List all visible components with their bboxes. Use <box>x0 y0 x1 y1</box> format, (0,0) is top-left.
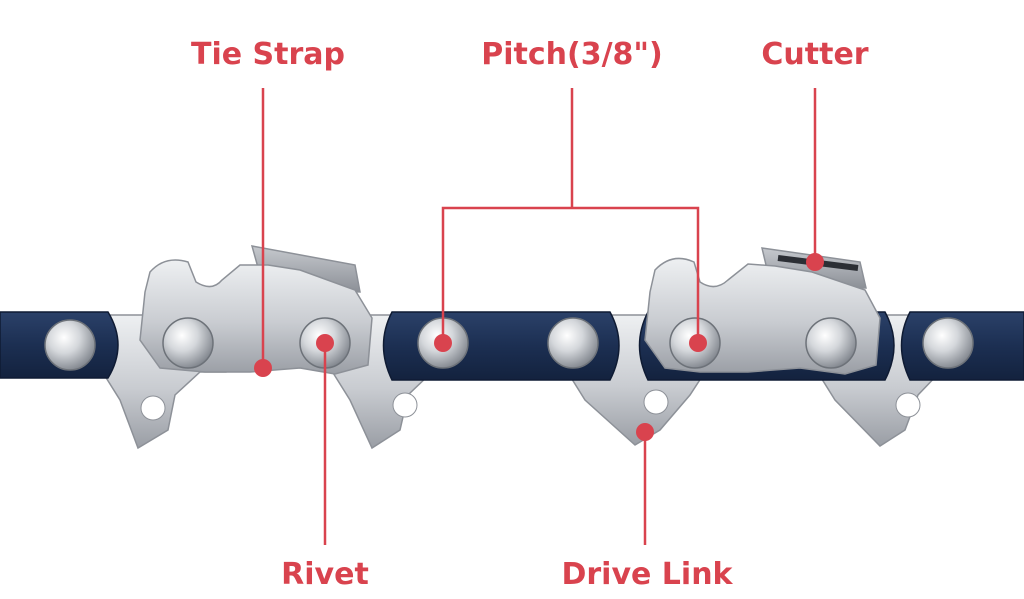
rivets <box>44 317 974 371</box>
rivet <box>922 317 974 369</box>
drive-link-hole <box>895 392 921 418</box>
drive-link-hole <box>643 389 669 415</box>
drive-link-hole <box>392 392 418 418</box>
tie-strap-dot <box>254 359 272 377</box>
pitch-dot-left <box>434 334 452 352</box>
labels: Tie Strap Pitch(3/8") Cutter Rivet Drive… <box>191 37 869 592</box>
rivet-label: Rivet <box>281 557 369 592</box>
rivet <box>162 317 214 369</box>
callout-dots <box>254 253 824 441</box>
drive-link-hole <box>140 395 166 421</box>
callouts <box>261 88 817 545</box>
drive-link-dot <box>636 423 654 441</box>
rivet-dot <box>316 334 334 352</box>
tie-strap-label: Tie Strap <box>191 37 345 72</box>
pitch-bracket <box>441 206 700 343</box>
drive-link-label: Drive Link <box>561 557 733 592</box>
rivet <box>547 317 599 369</box>
cutter-dot <box>806 253 824 271</box>
rivet <box>44 319 96 371</box>
rivet <box>805 317 857 369</box>
pitch-label: Pitch(3/8") <box>481 37 663 72</box>
cutter-label: Cutter <box>761 37 868 72</box>
pitch-dot-right <box>689 334 707 352</box>
